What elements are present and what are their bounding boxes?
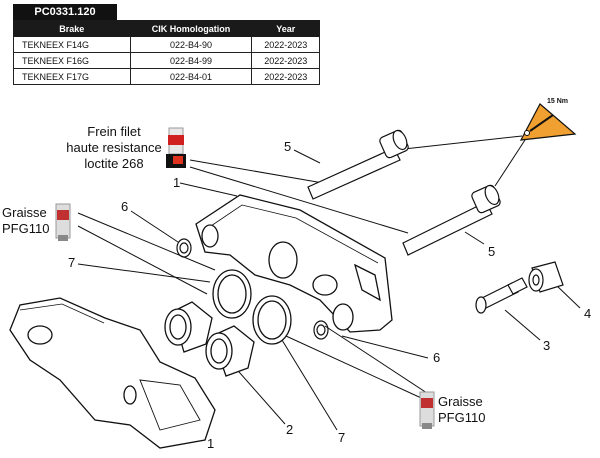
loctite-bottle-icon <box>166 127 186 168</box>
callout-1b: 1 <box>207 436 215 451</box>
callout-4: 4 <box>584 306 592 321</box>
table-row: TEKNEEX F14G 022-B4-90 2022-2023 <box>13 36 320 53</box>
bleed-cap <box>528 261 564 293</box>
seal-ring-7a <box>212 269 252 319</box>
grease-tube-icon-right <box>419 391 435 429</box>
bolt-lower <box>402 184 501 256</box>
leader-line-5a <box>293 149 321 164</box>
grease-label-left-line1: Graisse <box>2 205 47 220</box>
piston-b <box>205 325 255 377</box>
grease-label-right: Graisse PFG110 <box>438 394 485 426</box>
leader-line-5b <box>464 231 485 245</box>
caliper-body-upper <box>195 194 393 333</box>
small-seal-6a <box>176 238 192 258</box>
callout-1a: 1 <box>173 175 181 190</box>
header-brake: Brake <box>13 20 131 37</box>
callout-7a: 7 <box>68 255 76 270</box>
leader-line-3 <box>504 309 541 341</box>
torque-wrench-icon <box>519 103 577 141</box>
callout-3: 3 <box>543 338 551 353</box>
table-row: TEKNEEX F16G 022-B4-99 2022-2023 <box>13 52 320 69</box>
leader-line-7a <box>77 263 211 283</box>
leader-line-6b <box>341 335 429 359</box>
callout-6a: 6 <box>121 199 129 214</box>
leader-line-loctite1 <box>189 159 324 184</box>
piston-a <box>164 301 213 353</box>
grease-label-left-line2: PFG110 <box>2 221 50 236</box>
table-header-row: Brake CIK Homologation Year <box>13 20 320 37</box>
callout-5b: 5 <box>488 244 496 259</box>
grease-tube-icon-left <box>55 203 71 241</box>
loctite-label-line2: haute resistance <box>66 140 162 155</box>
callout-2: 2 <box>286 422 294 437</box>
header-homologation: CIK Homologation <box>129 20 253 37</box>
torque-value: 15 Nm <box>547 98 569 105</box>
seal-ring-7b <box>252 295 292 345</box>
leader-line-7b <box>281 339 338 431</box>
leader-line-1a <box>179 182 238 197</box>
leader-line-2 <box>231 363 286 425</box>
bolt-upper <box>307 129 409 200</box>
bleed-screw <box>475 277 528 314</box>
callout-6b: 6 <box>433 350 441 365</box>
small-seal-6b <box>313 320 329 340</box>
cell-year: 2022-2023 <box>251 68 320 85</box>
leader-line-graisse-a1 <box>77 212 216 271</box>
loctite-label-line3: loctite 268 <box>84 156 144 171</box>
table-row: TEKNEEX F17G 022-B4-01 2022-2023 <box>13 68 320 85</box>
loctite-label: Frein filet haute resistance loctite 268 <box>54 124 174 172</box>
header-year: Year <box>251 20 320 37</box>
leader-line-4 <box>554 283 581 309</box>
leader-line-graisse-a2 <box>77 225 208 295</box>
leader-line-torque1 <box>394 135 523 151</box>
caliper-body-lower <box>9 297 216 449</box>
leader-line-graisse-b2 <box>285 335 431 403</box>
loctite-label-line1: Frein filet <box>87 124 141 139</box>
cell-homologation: 022-B4-01 <box>129 68 253 85</box>
leader-line-torque2 <box>494 139 526 187</box>
grease-label-right-line1: Graisse <box>438 394 483 409</box>
leader-line-6a <box>130 210 179 243</box>
callout-5a: 5 <box>284 139 292 154</box>
callout-7b: 7 <box>338 430 346 445</box>
homologation-table: Brake CIK Homologation Year TEKNEEX F14G… <box>13 20 320 85</box>
part-reference: PC0331.120 <box>13 4 117 20</box>
leader-line-graisse-b1 <box>324 325 431 396</box>
grease-label-left: Graisse PFG110 <box>2 205 49 237</box>
grease-label-right-line2: PFG110 <box>438 410 486 425</box>
leader-line-loctite2 <box>189 166 409 234</box>
